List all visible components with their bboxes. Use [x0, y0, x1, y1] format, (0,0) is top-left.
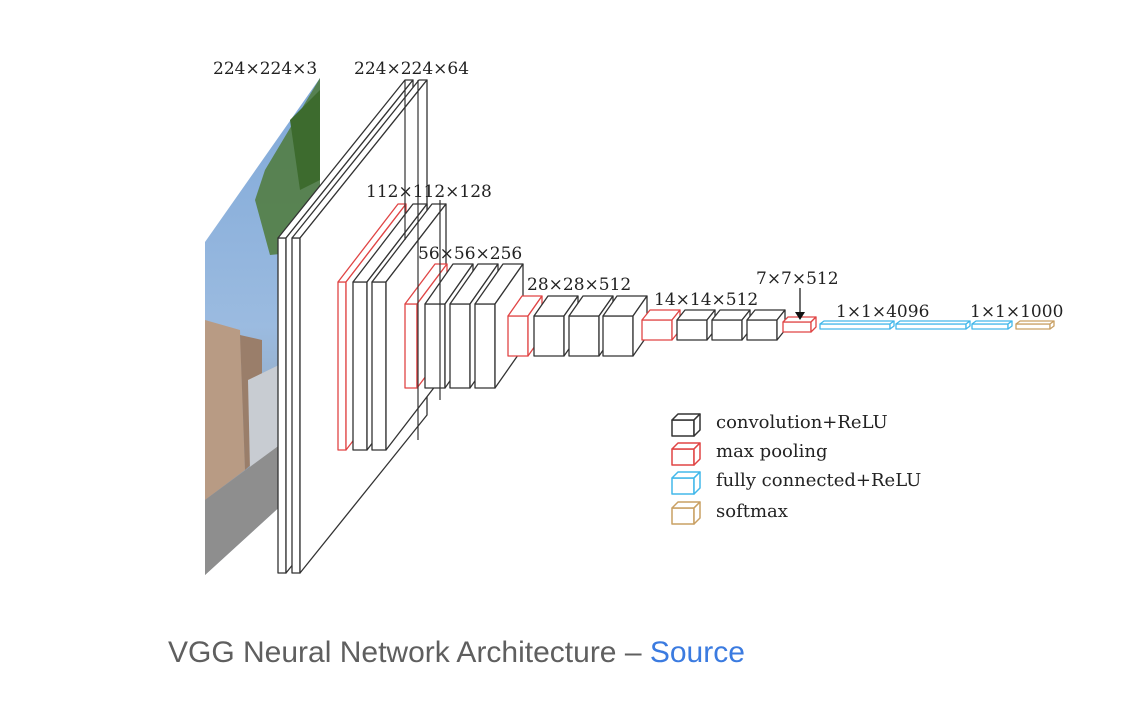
pool5 — [782, 316, 817, 333]
fc7 — [895, 320, 971, 330]
label-block5: 14×14×512 — [654, 290, 758, 310]
label-block1: 224×224×64 — [354, 59, 469, 79]
fc-block-icon — [671, 471, 701, 495]
label-fc-1000: 1×1×1000 — [970, 302, 1063, 322]
legend-label-conv: convolution+ReLU — [716, 412, 888, 433]
pool-legend-shape — [671, 442, 701, 466]
legend: convolution+ReLU max pooling fully conne… — [671, 412, 921, 525]
conv3-3 — [474, 263, 524, 389]
legend-item-conv: convolution+ReLU — [671, 412, 888, 437]
label-block3: 56×56×256 — [418, 244, 522, 264]
conv-legend-shape — [671, 413, 701, 437]
figure-caption: VGG Neural Network Architecture – Source — [168, 636, 745, 670]
legend-item-pool: max pooling — [671, 441, 828, 466]
fc6 — [819, 320, 895, 330]
fc-legend-shape — [671, 471, 701, 495]
label-fc-4096: 1×1×4096 — [836, 302, 929, 322]
pool5-arrow-head — [795, 312, 805, 320]
label-pool5: 7×7×512 — [756, 269, 839, 289]
pool4 — [641, 309, 681, 341]
source-link[interactable]: Source — [649, 636, 745, 669]
label-block2: 112×112×128 — [366, 182, 492, 202]
legend-label-pool: max pooling — [716, 441, 828, 462]
softmax-legend-shape — [671, 501, 701, 525]
caption-text: VGG Neural Network Architecture – — [168, 636, 650, 669]
fc8 — [971, 320, 1013, 330]
conv-block-icon — [671, 413, 701, 437]
conv5-1 — [676, 309, 716, 341]
legend-label-softmax: softmax — [716, 501, 788, 522]
conv5-3 — [746, 309, 786, 341]
conv5-2 — [711, 309, 751, 341]
legend-item-fc: fully connected+ReLU — [671, 470, 921, 495]
label-input: 224×224×3 — [213, 59, 317, 79]
softmax — [1015, 320, 1055, 330]
legend-label-fc: fully connected+ReLU — [716, 470, 921, 491]
softmax-block-icon — [671, 501, 701, 525]
pool-block-icon — [671, 442, 701, 466]
legend-item-softmax: softmax — [671, 501, 788, 525]
layer-blocks — [277, 79, 1055, 574]
label-block4: 28×28×512 — [527, 275, 631, 295]
conv4-3 — [602, 295, 648, 357]
